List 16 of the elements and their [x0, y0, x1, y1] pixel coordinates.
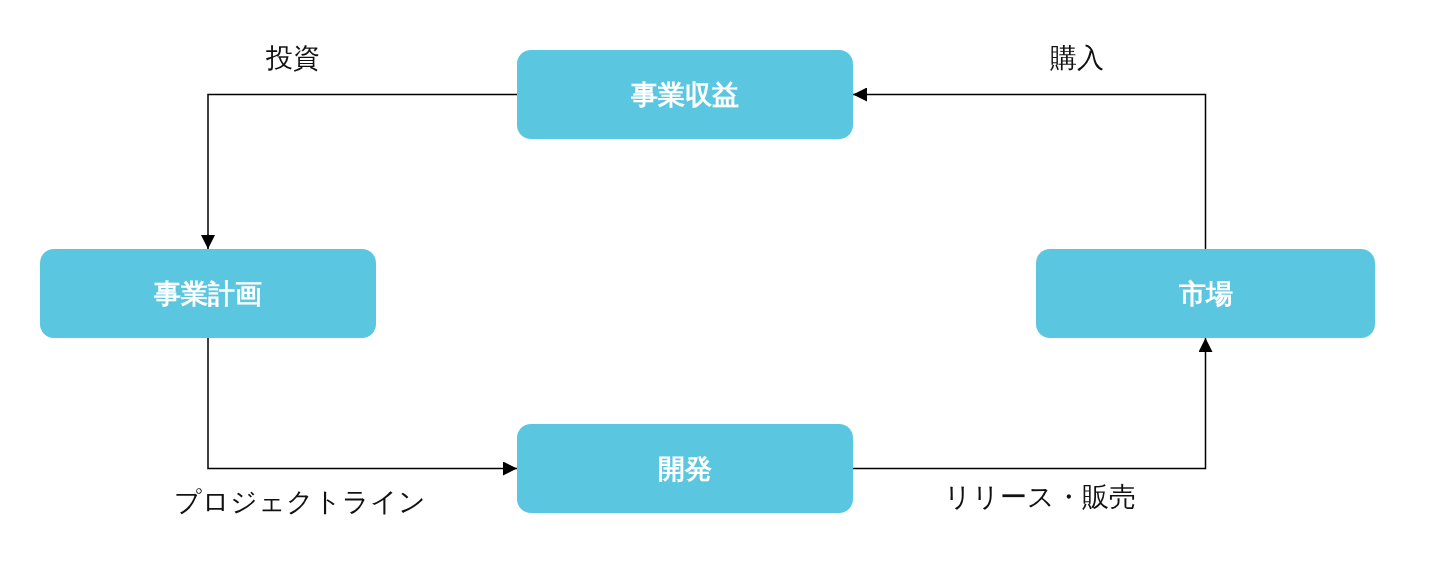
edge-label: プロジェクトライン: [174, 485, 426, 519]
edge-label: 投資: [266, 41, 320, 75]
node-label: 市場: [1178, 276, 1233, 311]
edge-label: リリース・販売: [944, 480, 1136, 514]
process-box: [517, 424, 853, 513]
arrow: [201, 93, 518, 250]
node-label: 事業収益: [631, 77, 739, 112]
node-label: 事業計画: [154, 276, 262, 311]
process-box: [517, 50, 853, 139]
edge-label: 購入: [1050, 41, 1104, 75]
arrow: [852, 87, 1207, 250]
arrow: [207, 337, 518, 476]
node-label: 開発: [658, 451, 712, 486]
process-box: [40, 249, 376, 338]
arrow: [852, 337, 1213, 470]
process-box: [1036, 249, 1375, 338]
